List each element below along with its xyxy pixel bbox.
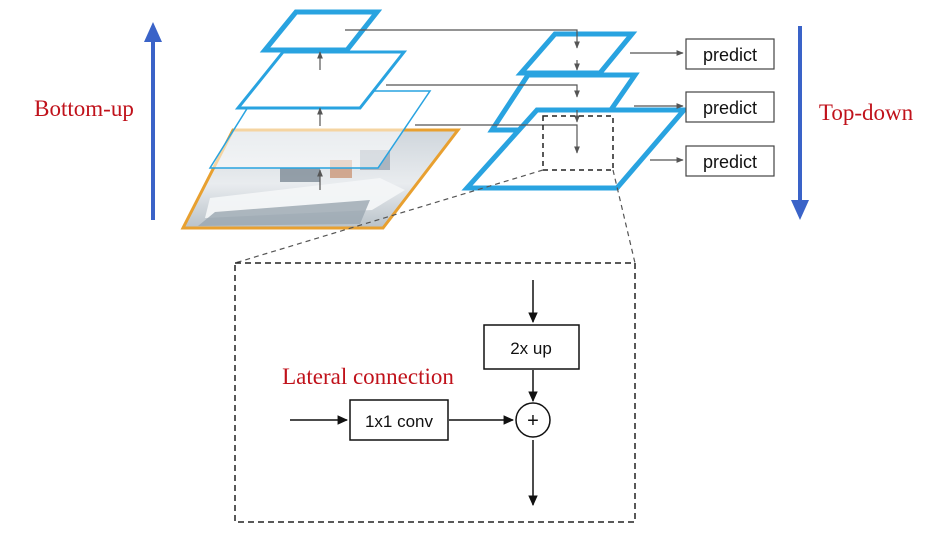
predict-arrows	[630, 50, 684, 163]
predict-label-3: predict	[703, 152, 757, 172]
lateral-connection-label: Lateral connection	[282, 364, 454, 389]
top-down-label: Top-down	[819, 100, 914, 125]
lateral-arrows	[345, 29, 580, 154]
predict-box-3: predict	[685, 145, 775, 177]
highlight-box	[542, 115, 614, 171]
conv-label: 1x1 conv	[365, 412, 434, 431]
upsample-box: 2x up	[483, 324, 580, 370]
predict-label-1: predict	[703, 45, 757, 65]
upsample-label: 2x up	[510, 339, 552, 358]
sum-symbol: +	[527, 410, 539, 432]
top-down-arrow	[791, 26, 809, 220]
detail-arrows	[290, 280, 538, 507]
predict-box-2: predict	[685, 91, 775, 123]
predict-label-2: predict	[703, 98, 757, 118]
sum-node: +	[515, 402, 551, 438]
bottom-up-label: Bottom-up	[34, 96, 134, 121]
bottom-up-arrow	[144, 22, 162, 220]
bottom-up-level-3	[259, 9, 383, 53]
zoom-connectors	[234, 169, 636, 264]
predict-box-1: predict	[685, 38, 775, 70]
conv-box: 1x1 conv	[349, 399, 449, 441]
bottom-up-level-2	[234, 50, 408, 110]
detail-box	[234, 262, 636, 523]
